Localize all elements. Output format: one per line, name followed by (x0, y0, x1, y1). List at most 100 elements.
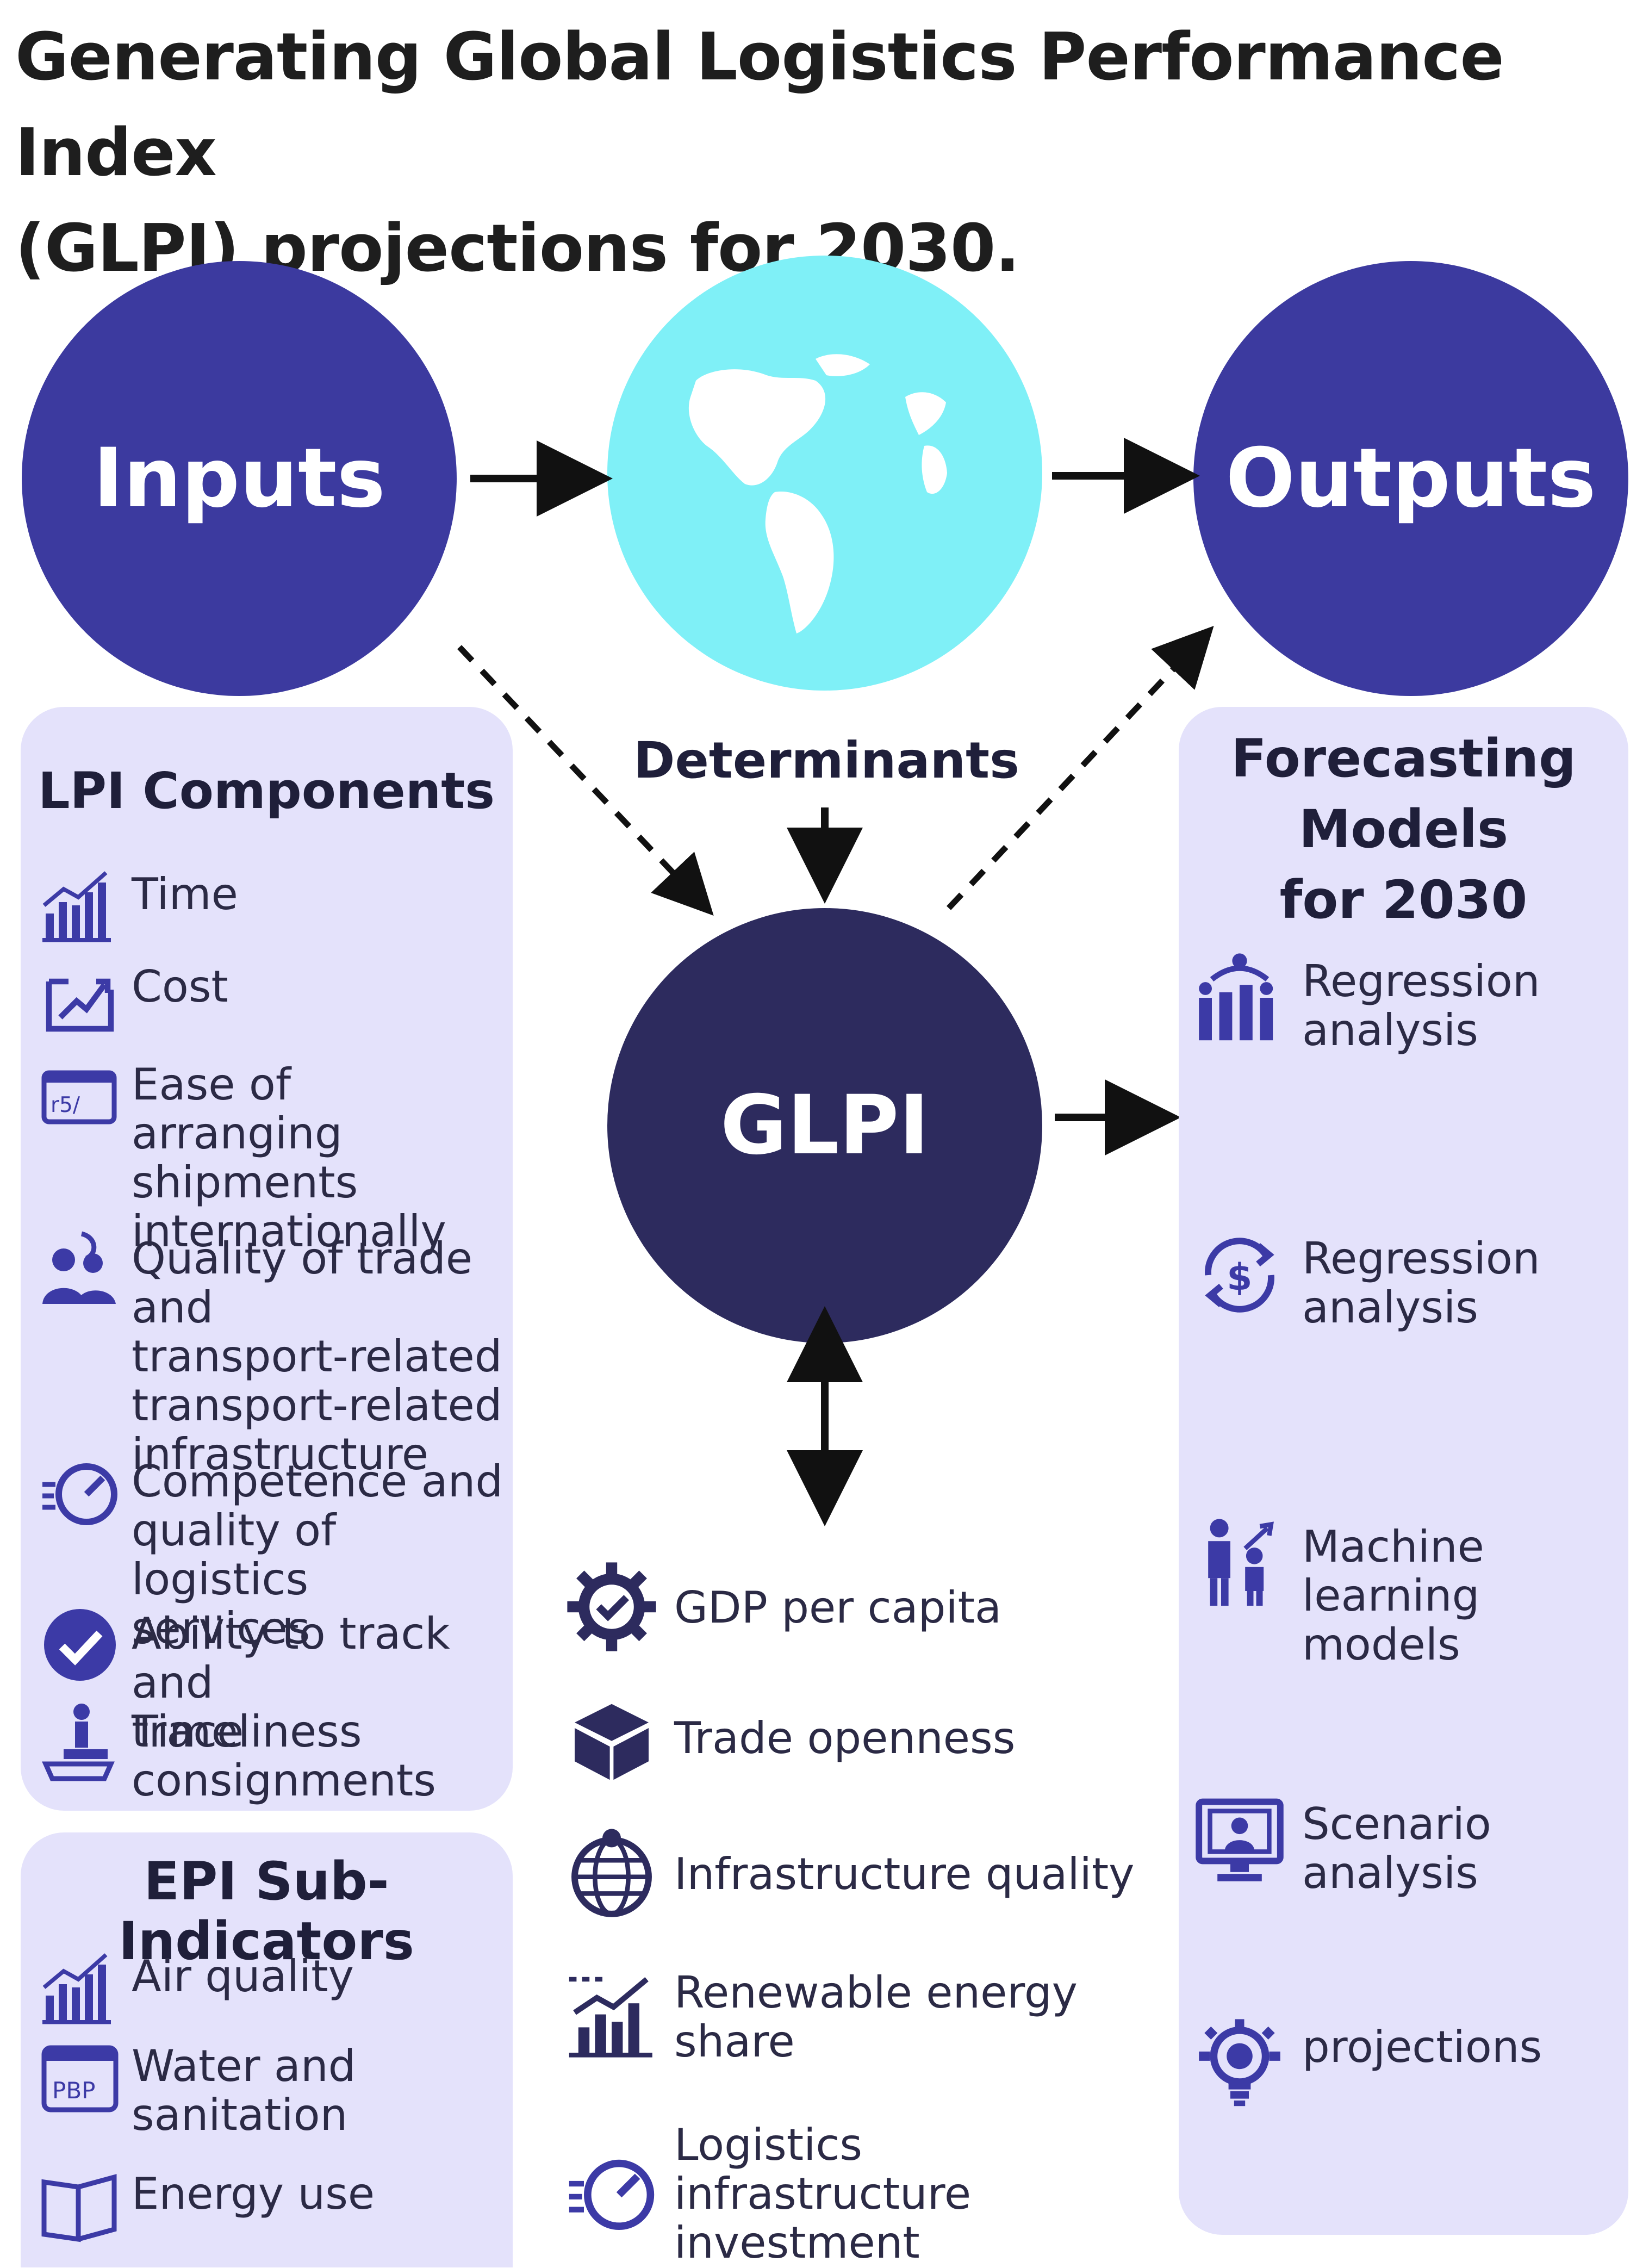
label-line: Water and (132, 2041, 356, 2091)
person-podium-icon (39, 1702, 121, 1786)
epi-sub-indicators-title: EPI Sub-Indicators (119, 1851, 414, 1972)
label-line: services (132, 1603, 310, 1654)
label-line: Infrastructure quality (674, 1849, 1135, 1899)
label-line: Energy use (132, 2168, 375, 2219)
forecasting-title: Forecasting Models for 2030 (1179, 723, 1628, 935)
bar-chart-icon (39, 1947, 121, 2030)
determinants-label: Determinants (633, 731, 1019, 790)
label-line: Quality of trade and (132, 1233, 473, 1333)
monitor-icon (1193, 1794, 1286, 1889)
label-line: Air quality (132, 1951, 354, 2002)
speedometer-icon (39, 1452, 121, 1536)
speedometer-icon (565, 2147, 658, 2241)
label-line: internationally (132, 1206, 446, 1257)
lpi-component-label: Cost (132, 962, 228, 1011)
label-line: share (674, 2016, 795, 2067)
label-line: models (1302, 1619, 1460, 1670)
people-growth-icon (1193, 1517, 1286, 1612)
lpi-component-label: Time (132, 870, 238, 919)
title-line-1: Generating Global Logistics Performance … (15, 20, 1504, 191)
outputs-label: Outputs (1225, 431, 1596, 526)
determinant-item: GDP per capita (565, 1561, 1169, 1655)
forecasting-title-line: Models (1298, 799, 1509, 860)
label-line: investment (674, 2217, 920, 2268)
outputs-circle (1193, 261, 1628, 696)
lpi-component-item: Timeliness (39, 1704, 507, 1786)
lpi-components-title: LPI Components (38, 762, 495, 820)
globe-icon (565, 1827, 658, 1922)
people-chart-icon (1193, 952, 1286, 1046)
forecasting-title-line: Forecasting (1231, 728, 1576, 789)
box-icon (565, 1691, 658, 1786)
label-line: infrastructure (132, 1429, 429, 1480)
world-map-icon (688, 354, 947, 633)
cost-chart-icon (39, 957, 121, 1041)
label-line: Logistics infrastructure (674, 2120, 972, 2219)
label-line: transport-related (132, 1331, 502, 1382)
label-line: projections (1302, 2022, 1542, 2072)
svg-text:PBP: PBP (52, 2077, 95, 2104)
label-line: Trade openness (674, 1713, 1016, 1763)
label-line: Time (132, 869, 238, 919)
label-line: shipments (132, 1157, 358, 1208)
label-line: sanitation (132, 2090, 348, 2140)
check-circle-icon (39, 1604, 121, 1688)
determinant-item: Trade openness (565, 1691, 1169, 1786)
dollar-cycle-icon: $ (1193, 1229, 1286, 1323)
forecasting-item: projections (1193, 2019, 1623, 2112)
label-line: Renewable energy (674, 1967, 1078, 2018)
inputs-circle (22, 261, 457, 696)
label-line: analysis (1302, 1005, 1478, 1055)
inputs-label: Inputs (93, 431, 385, 526)
calendar-icon: PBP (39, 2036, 121, 2120)
label-line: analysis (1302, 1848, 1478, 1898)
people-icon (39, 1229, 121, 1313)
label-line: Competence and (132, 1456, 503, 1507)
determinant-item: Infrastructure quality (565, 1827, 1169, 1922)
glpi-circle (607, 908, 1042, 1343)
forecasting-panel (1179, 707, 1628, 2235)
label-line: Regression (1302, 1233, 1540, 1284)
label-line: learning (1302, 1570, 1480, 1621)
bar-chart-icon (39, 865, 121, 948)
label-line: GDP per capita (674, 1582, 1001, 1633)
label-line: Ability to track and (132, 1608, 450, 1708)
glpi-label: GLPI (720, 1078, 930, 1173)
card-icon: r5/ (39, 1055, 121, 1139)
epi-indicator-label: Energy use (132, 2170, 375, 2219)
arrow-inputs-to-glpi-dashed (457, 645, 714, 916)
epi-indicator-item: Air quality (39, 1952, 507, 2030)
growth-chart-icon (565, 1970, 658, 2065)
lpi-component-item: Time (39, 870, 507, 948)
lightbulb-gear-icon (1193, 2017, 1286, 2112)
determinant-label: GDP per capita (674, 1583, 1001, 1632)
label-line: Machine (1302, 1521, 1484, 1572)
globe-circle (607, 256, 1042, 691)
label-line: transport-related (132, 1380, 502, 1431)
forecasting-title-line: for 2030 (1279, 869, 1528, 930)
label-line: Scenario (1302, 1799, 1491, 1849)
label-line: trace consignments (132, 1706, 436, 1806)
determinant-label: Infrastructure quality (674, 1850, 1135, 1899)
label-line: quality of logistics (132, 1505, 337, 1605)
label-line: Ease of arranging (132, 1059, 343, 1159)
